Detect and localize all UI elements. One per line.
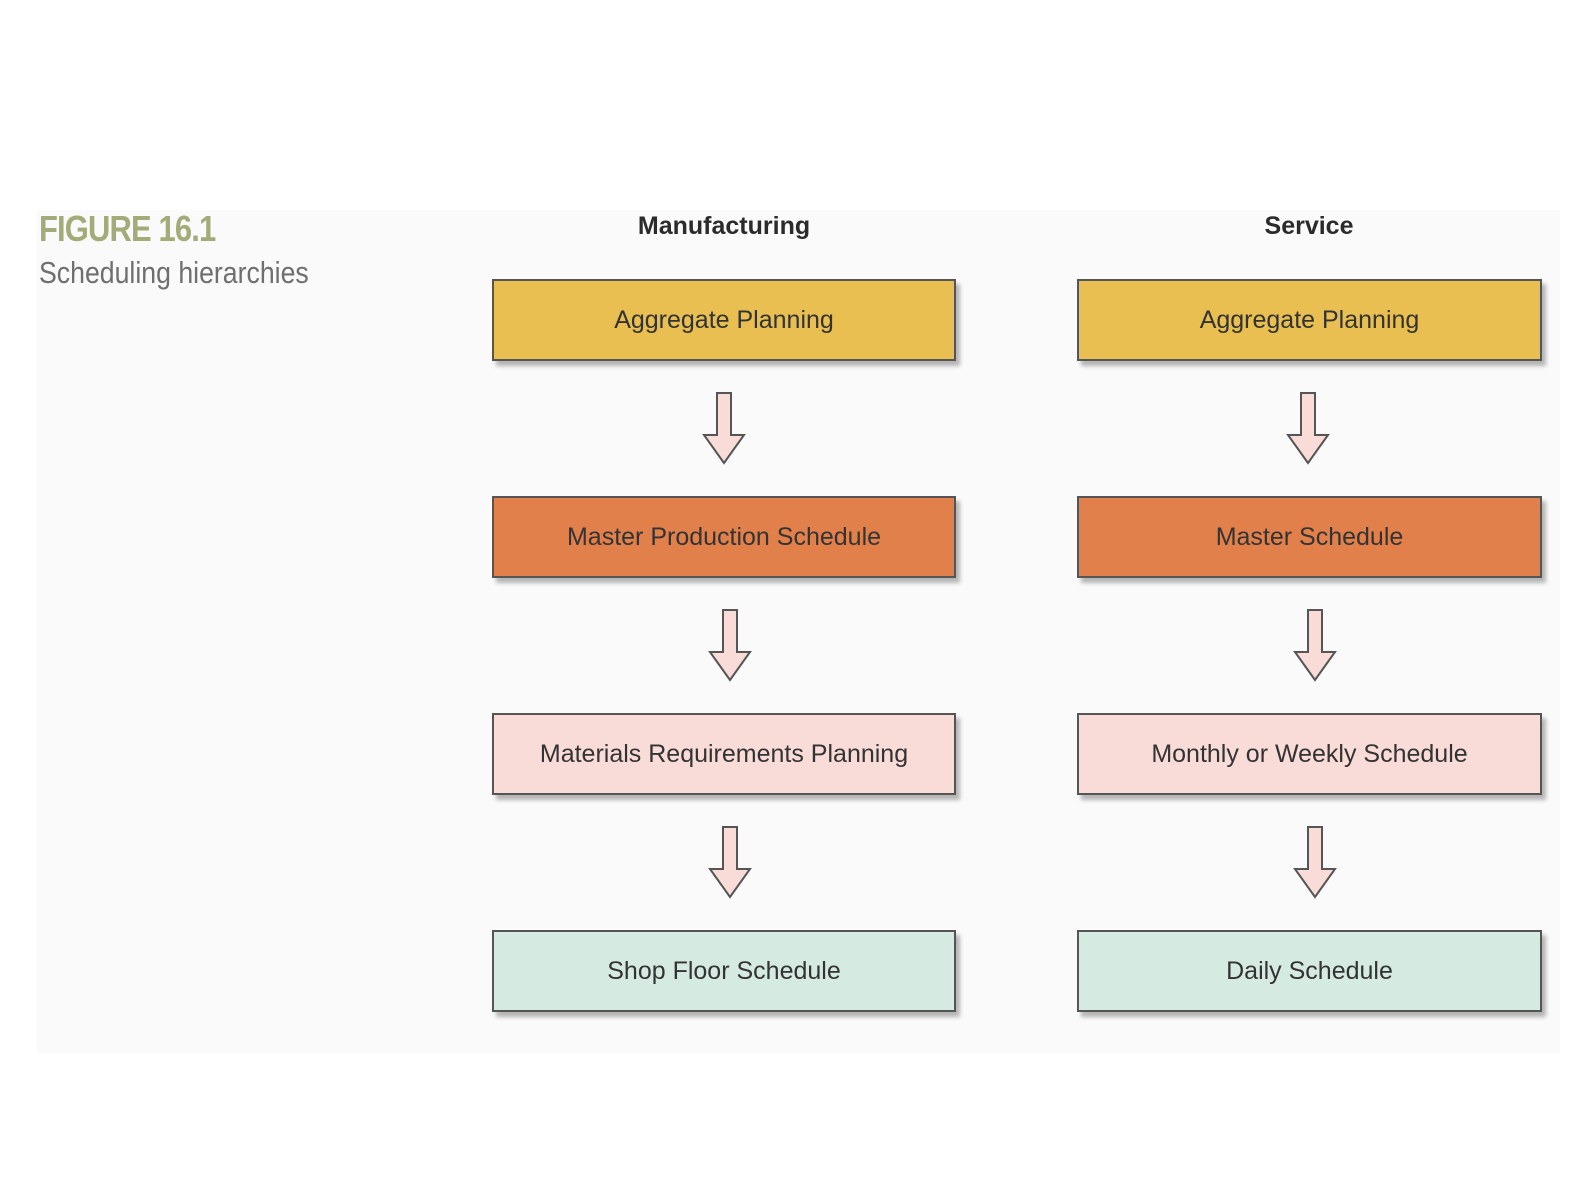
box-materials-requirements-planning: Materials Requirements Planning (492, 713, 956, 795)
box-daily-schedule: Daily Schedule (1077, 930, 1542, 1012)
column-header-manufacturing: Manufacturing (592, 212, 856, 241)
down-arrow-icon (1293, 825, 1337, 899)
box-master-production-schedule: Master Production Schedule (492, 496, 956, 578)
box-monthly-or-weekly-schedule: Monthly or Weekly Schedule (1077, 713, 1542, 795)
down-arrow-icon (1293, 608, 1337, 682)
figure-caption: Scheduling hierarchies (39, 255, 309, 291)
box-master-schedule: Master Schedule (1077, 496, 1542, 578)
figure-number: FIGURE 16.1 (39, 208, 215, 250)
down-arrow-icon (708, 825, 752, 899)
box-aggregate-planning-service: Aggregate Planning (1077, 279, 1542, 361)
column-header-service: Service (1177, 212, 1441, 241)
down-arrow-icon (708, 608, 752, 682)
down-arrow-icon (702, 391, 746, 465)
down-arrow-icon (1286, 391, 1330, 465)
box-shop-floor-schedule: Shop Floor Schedule (492, 930, 956, 1012)
box-aggregate-planning-manufacturing: Aggregate Planning (492, 279, 956, 361)
